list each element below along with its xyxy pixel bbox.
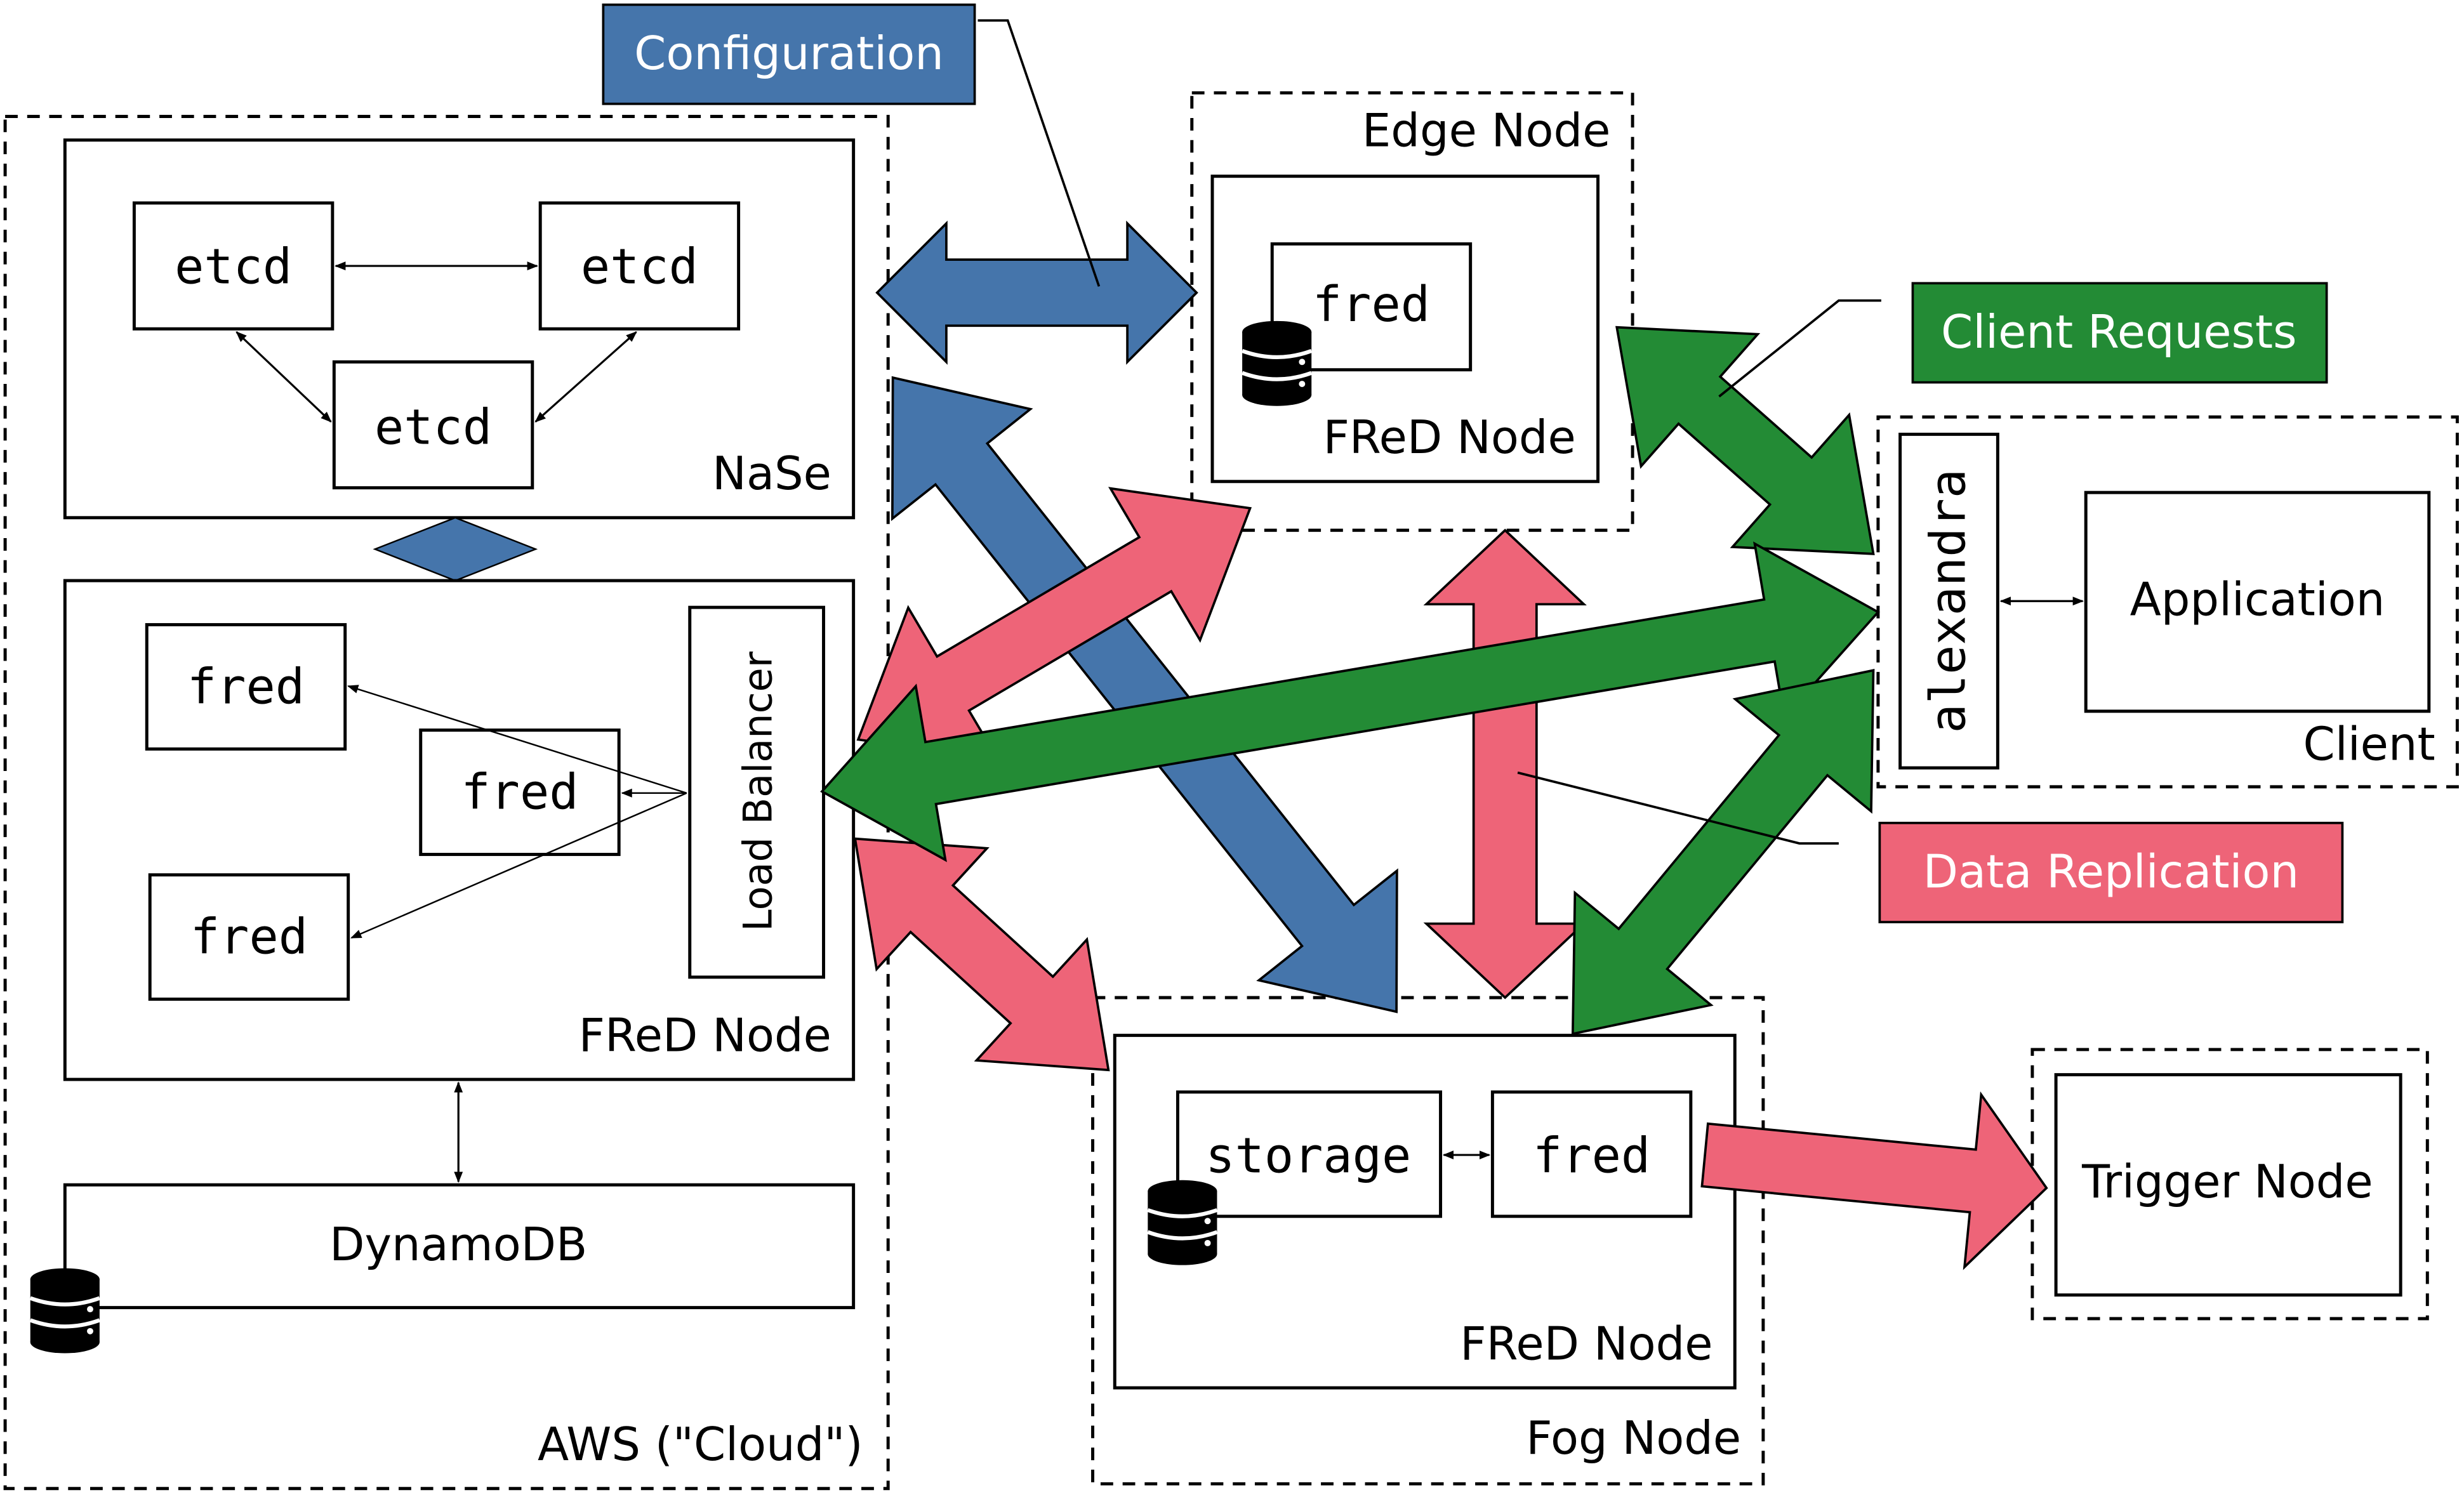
etcd-label-3: etcd bbox=[374, 399, 492, 456]
application-label: Application bbox=[2130, 573, 2385, 626]
config-arrow-nase-edge bbox=[875, 220, 1198, 365]
fog-node-label: Fog Node bbox=[1526, 1411, 1741, 1465]
load-balancer-label: Load Balancer bbox=[735, 651, 781, 932]
alexandra-label: alexandra bbox=[1920, 469, 1977, 733]
fog-node-region bbox=[1091, 996, 1765, 1486]
etcd-link-2-3 bbox=[534, 331, 637, 423]
replication-arrow-cloud-fog bbox=[853, 837, 1110, 1072]
nase-fred-connector bbox=[373, 517, 538, 582]
client-arrow-cloud-alexandra bbox=[820, 541, 1880, 862]
aws-fred-node-label: FReD Node bbox=[579, 1008, 831, 1062]
legend-configuration-leader bbox=[977, 19, 1101, 287]
etcd-label-1: etcd bbox=[175, 239, 292, 295]
aws-cloud-label: AWS ("Cloud") bbox=[538, 1418, 863, 1471]
legend-client-requests-leader bbox=[1718, 299, 1881, 398]
fred-instance-box-1 bbox=[145, 623, 347, 751]
legend-data-replication-leader bbox=[1517, 771, 1839, 845]
flow-arrows-layer bbox=[820, 220, 2048, 1270]
config-arrow-cloud-fog bbox=[891, 376, 1398, 1013]
load-balancer-box bbox=[688, 605, 826, 979]
edge-database-icon bbox=[1242, 321, 1311, 406]
client-label: Client bbox=[2303, 718, 2435, 771]
replication-arrow-cloud-edge bbox=[856, 487, 1252, 761]
trigger-node-box bbox=[2054, 1073, 2402, 1297]
fred-instance-label-2: fred bbox=[461, 765, 578, 821]
dynamodb-box bbox=[63, 1183, 856, 1310]
fog-fred-box bbox=[1490, 1090, 1693, 1218]
fog-fred-node-label: FReD Node bbox=[1460, 1317, 1712, 1370]
replication-arrow-fog-trigger bbox=[1700, 1091, 2048, 1270]
application-box bbox=[2084, 491, 2431, 713]
legend-data-replication-box bbox=[1878, 822, 2344, 923]
dynamodb-label: DynamoDB bbox=[329, 1218, 587, 1271]
edge-fred-node-label: FReD Node bbox=[1323, 411, 1576, 464]
etcd-box-2 bbox=[538, 201, 741, 331]
legend-client-requests-box bbox=[1911, 282, 2328, 384]
fog-database-icon bbox=[1148, 1180, 1217, 1265]
edge-node-region bbox=[1190, 91, 1634, 532]
client-region bbox=[1876, 415, 2459, 789]
lb-to-fred-1 bbox=[347, 685, 687, 794]
etcd-link-1-3 bbox=[235, 331, 332, 423]
client-arrow-fog-alexandra bbox=[1571, 669, 1875, 1036]
fred-instance-label-1: fred bbox=[187, 659, 305, 715]
etcd-box-1 bbox=[132, 201, 334, 331]
legend-data-replication-label: Data Replication bbox=[1923, 845, 2299, 899]
etcd-label-2: etcd bbox=[581, 239, 698, 295]
edge-node-label: Edge Node bbox=[1362, 104, 1610, 157]
nase-label: NaSe bbox=[712, 447, 831, 500]
edge-fred-label: fred bbox=[1313, 277, 1430, 333]
replication-arrow-edge-fog bbox=[1423, 529, 1587, 999]
fred-instance-label-3: fred bbox=[190, 909, 308, 966]
dynamodb-database-icon bbox=[30, 1268, 100, 1354]
fog-fred-label: fred bbox=[1533, 1128, 1650, 1184]
fred-instance-box-3 bbox=[148, 873, 350, 1001]
lb-to-fred-3 bbox=[350, 792, 687, 939]
etcd-box-3 bbox=[332, 360, 534, 490]
fred-instance-box-2 bbox=[419, 728, 621, 856]
storage-box bbox=[1176, 1090, 1443, 1218]
client-arrow-edge-alexandra bbox=[1615, 326, 1875, 555]
trigger-node-label: Trigger Node bbox=[2081, 1155, 2373, 1208]
legend-configuration-box bbox=[602, 3, 976, 105]
legend-client-requests-label: Client Requests bbox=[1941, 305, 2297, 359]
alexandra-box bbox=[1898, 432, 1999, 770]
storage-label: storage bbox=[1205, 1128, 1411, 1184]
legend-configuration-label: Configuration bbox=[634, 27, 944, 80]
